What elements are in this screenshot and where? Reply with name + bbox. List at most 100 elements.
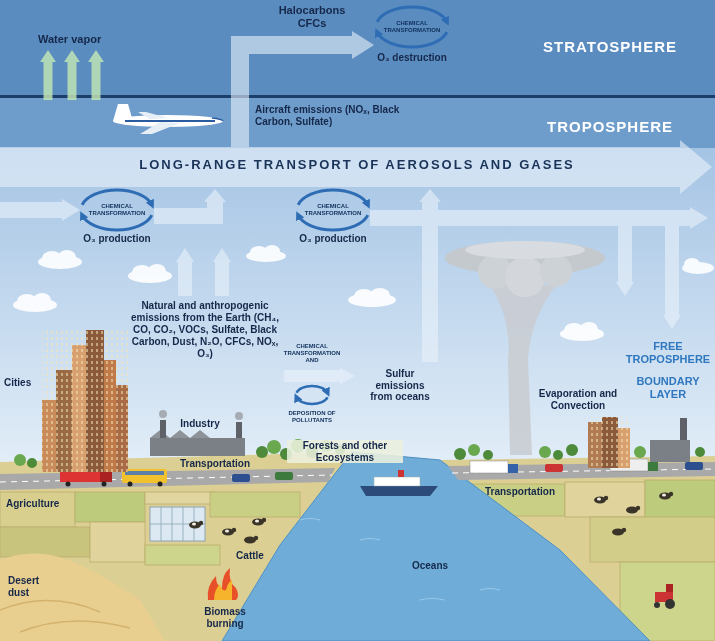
airplane (125, 120, 215, 122)
flow-arrows (215, 262, 229, 296)
cattle (192, 523, 196, 526)
flow-arrows (213, 248, 231, 262)
fields (210, 492, 300, 517)
trees (483, 450, 493, 460)
greenhouse (150, 507, 205, 541)
transformation-rings (297, 397, 328, 404)
industry (235, 412, 243, 420)
fields (590, 517, 715, 562)
transformation-rings (298, 215, 368, 230)
cattle (254, 536, 258, 540)
cattle (225, 530, 229, 533)
label: CHEMICAL TRANSFORMATION (379, 20, 445, 34)
tractor (654, 584, 675, 609)
cattle (244, 536, 258, 544)
label: LONG-RANGE TRANSPORT OF AEROSOLS AND GAS… (139, 158, 575, 173)
flow-arrows (204, 189, 226, 202)
fields (565, 482, 645, 517)
cattle (669, 492, 673, 496)
storm-cloud (540, 255, 572, 287)
clouds (580, 322, 598, 336)
label: Agriculture (6, 498, 59, 510)
greenhouse (150, 507, 205, 541)
airplane (138, 112, 168, 119)
trees (553, 450, 563, 460)
water-vapor-arrows (68, 62, 77, 100)
flow-arrows (438, 210, 690, 226)
clouds (264, 245, 280, 257)
vehicles (275, 472, 293, 480)
cattle (222, 528, 236, 536)
cattle (255, 520, 259, 523)
label: Aircraft emissions (NOₓ, Black Carbon, S… (255, 104, 435, 127)
fields (145, 492, 215, 504)
vehicles (125, 471, 164, 475)
airplane (140, 122, 180, 134)
cattle (232, 528, 236, 532)
ship (398, 470, 404, 477)
vehicles (100, 472, 112, 482)
clouds (38, 250, 82, 269)
clouds (148, 264, 166, 278)
label: STRATOSPHERE (543, 38, 677, 55)
city-right (680, 418, 687, 440)
industry (236, 422, 242, 438)
water-vapor-arrows (88, 50, 104, 62)
trees (14, 454, 26, 466)
clouds (684, 258, 700, 270)
clouds (370, 288, 390, 302)
clouds (246, 245, 286, 262)
atmosphere-layers (0, 98, 715, 148)
storm-cloud (490, 285, 556, 455)
industry (150, 438, 245, 456)
cattle (662, 494, 666, 497)
trees (634, 446, 646, 458)
label: O₃ destruction (377, 52, 447, 64)
water-vapor-arrows (64, 50, 80, 62)
fields (75, 492, 145, 522)
flow-arrows (0, 202, 62, 218)
transformation-rings (297, 386, 328, 393)
flow-arrows (176, 248, 194, 262)
label: Transportation (485, 486, 555, 498)
flow-arrows (419, 189, 441, 202)
fields (0, 527, 90, 557)
vehicles (102, 482, 107, 487)
vehicles (128, 482, 133, 487)
flow-arrows (618, 226, 632, 282)
flow-arrows (370, 210, 430, 226)
flow-arrows (284, 370, 340, 382)
flow-arrows (154, 202, 215, 216)
label: O₃ production (299, 233, 366, 245)
vehicles (508, 464, 518, 473)
label: FREE TROPOSPHERE (624, 340, 712, 365)
vehicles (158, 482, 163, 487)
clouds (13, 293, 57, 312)
cattle (199, 521, 203, 525)
cattle (659, 492, 673, 500)
atmosphere-layers (0, 0, 715, 96)
flow-arrows (422, 202, 438, 362)
atmosphere-layers (0, 140, 715, 641)
vehicles (66, 482, 71, 487)
transformation-rings (82, 215, 152, 230)
city-right (650, 440, 690, 462)
cattle (252, 518, 266, 526)
city-left (42, 330, 128, 472)
clouds (348, 288, 396, 307)
transformation-rings (82, 7, 447, 404)
vehicles (545, 464, 563, 472)
cattle (597, 498, 601, 501)
flow-arrows (0, 140, 712, 194)
trees (256, 446, 268, 458)
vehicles (232, 474, 250, 482)
storm-cloud (445, 241, 605, 455)
clouds (682, 258, 714, 274)
label: Halocarbons CFCs (272, 4, 352, 29)
industry (160, 420, 166, 438)
storm-cloud (505, 257, 545, 297)
label: Transportation (180, 458, 250, 470)
trees (468, 444, 480, 456)
label: CHEMICAL TRANSFORMATION (84, 203, 150, 217)
